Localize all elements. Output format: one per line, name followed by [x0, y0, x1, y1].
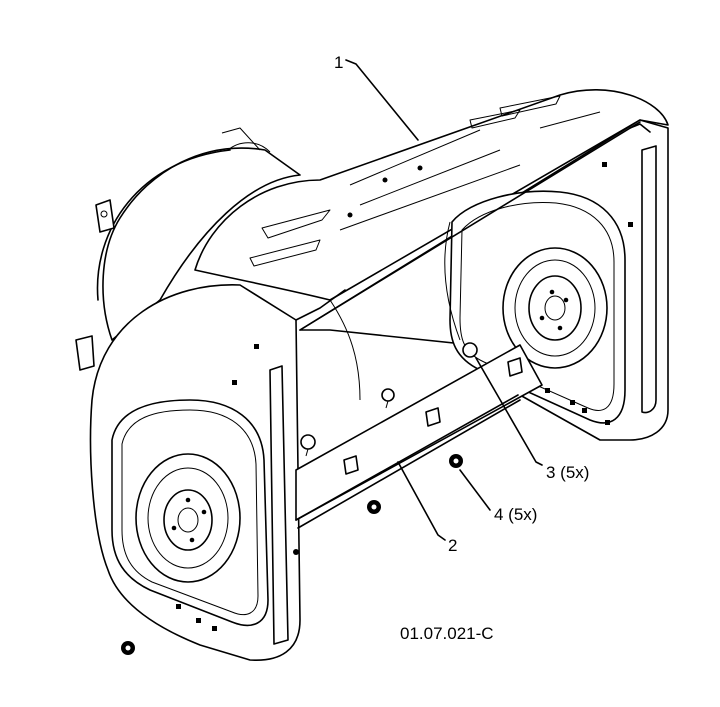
- left-hub-center: [177, 507, 199, 533]
- callout-3: 3 (5x): [546, 463, 589, 482]
- left-side-plate: [89, 284, 301, 661]
- part-3-bolts: [300, 342, 478, 457]
- part-4-nuts: [121, 454, 463, 655]
- nut-4c: [121, 641, 135, 655]
- drum-bracket-bottom: [75, 335, 95, 371]
- leader-2: [397, 461, 446, 541]
- nut-4a: [449, 454, 463, 468]
- bolt-3b: [381, 388, 395, 402]
- callout-4: 4 (5x): [494, 505, 537, 524]
- drum-bracket-top: [95, 199, 115, 233]
- leader-4: [459, 469, 491, 511]
- nut-4b: [367, 500, 381, 514]
- bolt-3c: [300, 434, 316, 450]
- front-connector: [295, 121, 641, 401]
- right-hub-center: [544, 295, 566, 321]
- leader-1: [345, 59, 419, 141]
- leader-3: [475, 357, 543, 466]
- auger-housing-drum: [75, 89, 669, 371]
- callout-2: 2: [448, 536, 457, 555]
- callout-1: 1: [334, 53, 343, 72]
- bolt-3a: [462, 342, 478, 358]
- part-2-strap: [295, 344, 543, 529]
- leader-lines: [345, 59, 543, 541]
- drawing-code: 01.07.021-C: [400, 624, 494, 643]
